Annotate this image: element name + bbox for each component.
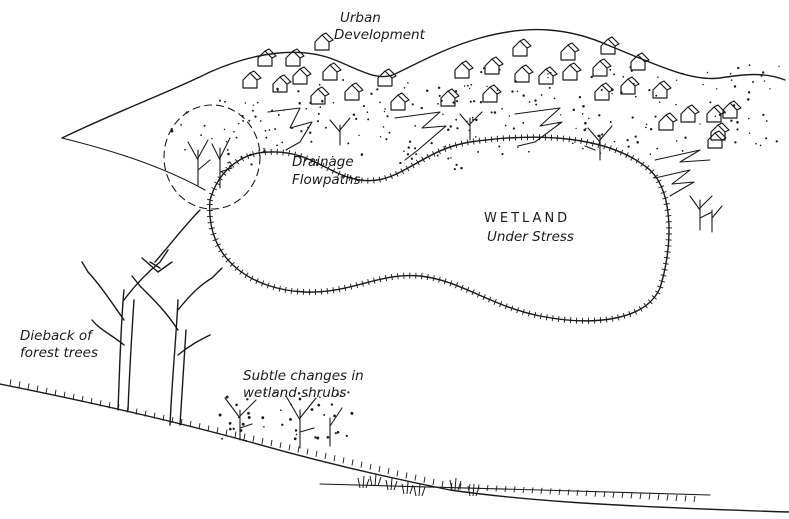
wetland-label-line1: WETLAND bbox=[484, 211, 570, 226]
dieback-label-line1: Dieback of bbox=[20, 328, 94, 344]
house-icon bbox=[515, 65, 533, 82]
urban-houses bbox=[243, 33, 741, 148]
wetland-hatch-marks bbox=[207, 134, 672, 324]
house-icon bbox=[707, 105, 725, 122]
shrubs-label-line1: Subtle changes in bbox=[243, 368, 364, 384]
house-icon bbox=[391, 93, 409, 110]
house-icon bbox=[455, 61, 473, 78]
house-icon bbox=[539, 67, 557, 84]
urban-label-line2: Development bbox=[334, 27, 426, 43]
house-icon bbox=[378, 69, 396, 86]
house-icon bbox=[723, 101, 741, 118]
house-icon bbox=[311, 87, 329, 104]
house-icon bbox=[563, 63, 581, 80]
dieback-trees bbox=[82, 250, 222, 425]
circle-trees bbox=[188, 138, 232, 188]
house-icon bbox=[513, 39, 531, 56]
house-icon bbox=[315, 33, 333, 50]
drainage-label-line1: Drainage bbox=[292, 154, 354, 170]
house-icon bbox=[621, 77, 639, 94]
house-icon bbox=[485, 57, 503, 74]
house-icon bbox=[681, 105, 699, 122]
wetland-label-line2: Under Stress bbox=[487, 229, 574, 245]
house-icon bbox=[593, 59, 611, 76]
house-icon bbox=[293, 67, 311, 84]
house-icon bbox=[243, 71, 261, 88]
zoom-arrow bbox=[155, 210, 200, 262]
urban-label-line1: Urban bbox=[340, 10, 381, 26]
house-icon bbox=[286, 49, 304, 66]
house-icon bbox=[483, 85, 501, 102]
house-icon bbox=[561, 43, 579, 60]
house-icon bbox=[258, 49, 276, 66]
house-icon bbox=[595, 83, 613, 100]
shrubs-label-line2: wetland shrubs bbox=[243, 385, 346, 401]
hill-outline bbox=[62, 30, 785, 138]
hill-lower-slope bbox=[62, 138, 205, 190]
stipple-dots bbox=[171, 64, 780, 170]
drainage-label-line2: Flowpaths bbox=[292, 172, 361, 188]
grass-tufts bbox=[10, 379, 695, 502]
wetland-outline bbox=[210, 137, 669, 321]
house-icon bbox=[323, 63, 341, 80]
house-icon bbox=[345, 83, 363, 100]
house-icon bbox=[659, 113, 677, 130]
dieback-label-line2: forest trees bbox=[20, 345, 98, 361]
house-icon bbox=[273, 75, 291, 92]
